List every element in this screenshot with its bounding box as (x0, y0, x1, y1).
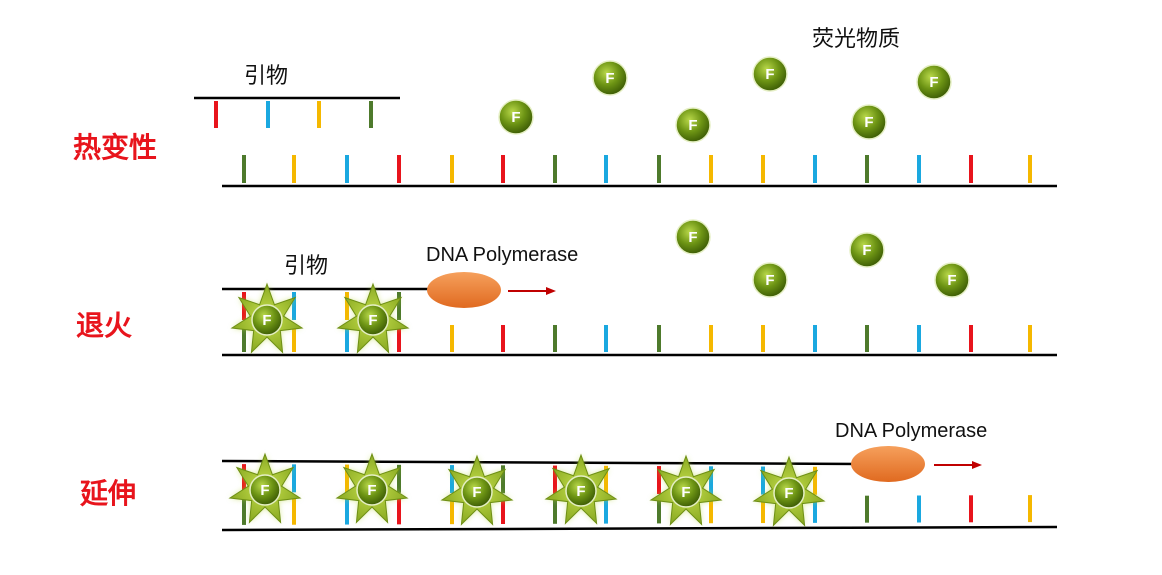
primer-bases-top (214, 101, 373, 128)
stage-label-extension: 延伸 (79, 477, 136, 510)
free-fluorophores-annealing: F F F F (675, 219, 970, 298)
fluor-letter: F (260, 482, 269, 499)
fluor-letter: F (368, 312, 377, 329)
fluor-letter: F (765, 272, 774, 289)
polymerase-mid (427, 272, 501, 308)
free-fluorophore: F (934, 262, 970, 298)
bound-fluorophore: F (773, 477, 805, 509)
released-probe-star: F (544, 453, 618, 525)
fluor-letter: F (367, 482, 376, 499)
fluor-letter: F (511, 109, 520, 126)
free-fluorophores-denaturation: F F F F F F (498, 56, 952, 143)
bound-fluorophore: F (357, 304, 389, 336)
free-fluorophore: F (849, 232, 885, 268)
fluor-letter: F (784, 485, 793, 502)
fluor-letter: F (605, 70, 614, 87)
template-bases-denaturation (242, 155, 1032, 183)
free-fluorophore: F (752, 262, 788, 298)
free-fluorophore: F (498, 99, 534, 135)
bound-fluorophore: F (356, 474, 388, 506)
free-fluorophore: F (675, 219, 711, 255)
primer-label-mid: 引物 (284, 254, 328, 279)
row-extension: DNA Polymerase F F F F F F (221, 420, 1058, 532)
fluor-letter: F (681, 484, 690, 501)
free-fluorophore: F (675, 107, 711, 143)
fluor-letter: F (576, 483, 585, 500)
fluor-letter: F (929, 74, 938, 91)
fluor-letter: F (688, 229, 697, 246)
bound-fluorophore: F (565, 475, 597, 507)
new-strand-extension (221, 459, 861, 466)
arrow-bottom (934, 461, 982, 469)
released-probe-star: F (440, 454, 514, 526)
stage-label-denaturation: 热变性 (73, 131, 157, 164)
probe-star: F (336, 282, 410, 354)
probe-star: F (230, 282, 304, 354)
bound-fluorophore: F (670, 476, 702, 508)
arrow-mid (508, 287, 556, 295)
fluor-letter: F (472, 484, 481, 501)
fluor-letter: F (262, 312, 271, 329)
free-fluorophore: F (752, 56, 788, 92)
bound-fluorophore: F (251, 304, 283, 336)
polymerase-label-mid: DNA Polymerase (426, 244, 578, 266)
bound-fluorophore: F (249, 474, 281, 506)
row-denaturation: 引物 荧光物质 F F F F F F (194, 27, 1057, 188)
released-probe-star: F (228, 452, 302, 524)
stage-label-annealing: 退火 (76, 309, 132, 342)
free-fluorophore: F (851, 104, 887, 140)
polymerase-label-bottom: DNA Polymerase (835, 420, 987, 442)
free-fluorophore: F (592, 60, 628, 96)
polymerase-bottom (851, 446, 925, 482)
released-probe-star: F (752, 455, 826, 527)
fluor-letter: F (947, 272, 956, 289)
primer-label-top: 引物 (244, 64, 288, 89)
fluor-title: 荧光物质 (812, 27, 900, 52)
fluor-letter: F (862, 242, 871, 259)
released-probe-star: F (335, 452, 409, 524)
released-probe-star: F (649, 454, 723, 526)
free-fluorophore: F (916, 64, 952, 100)
template-strand-extension (221, 525, 1058, 532)
fluor-letter: F (688, 117, 697, 134)
fluor-letter: F (864, 114, 873, 131)
fluor-letter: F (765, 66, 774, 83)
bound-fluorophore: F (461, 476, 493, 508)
